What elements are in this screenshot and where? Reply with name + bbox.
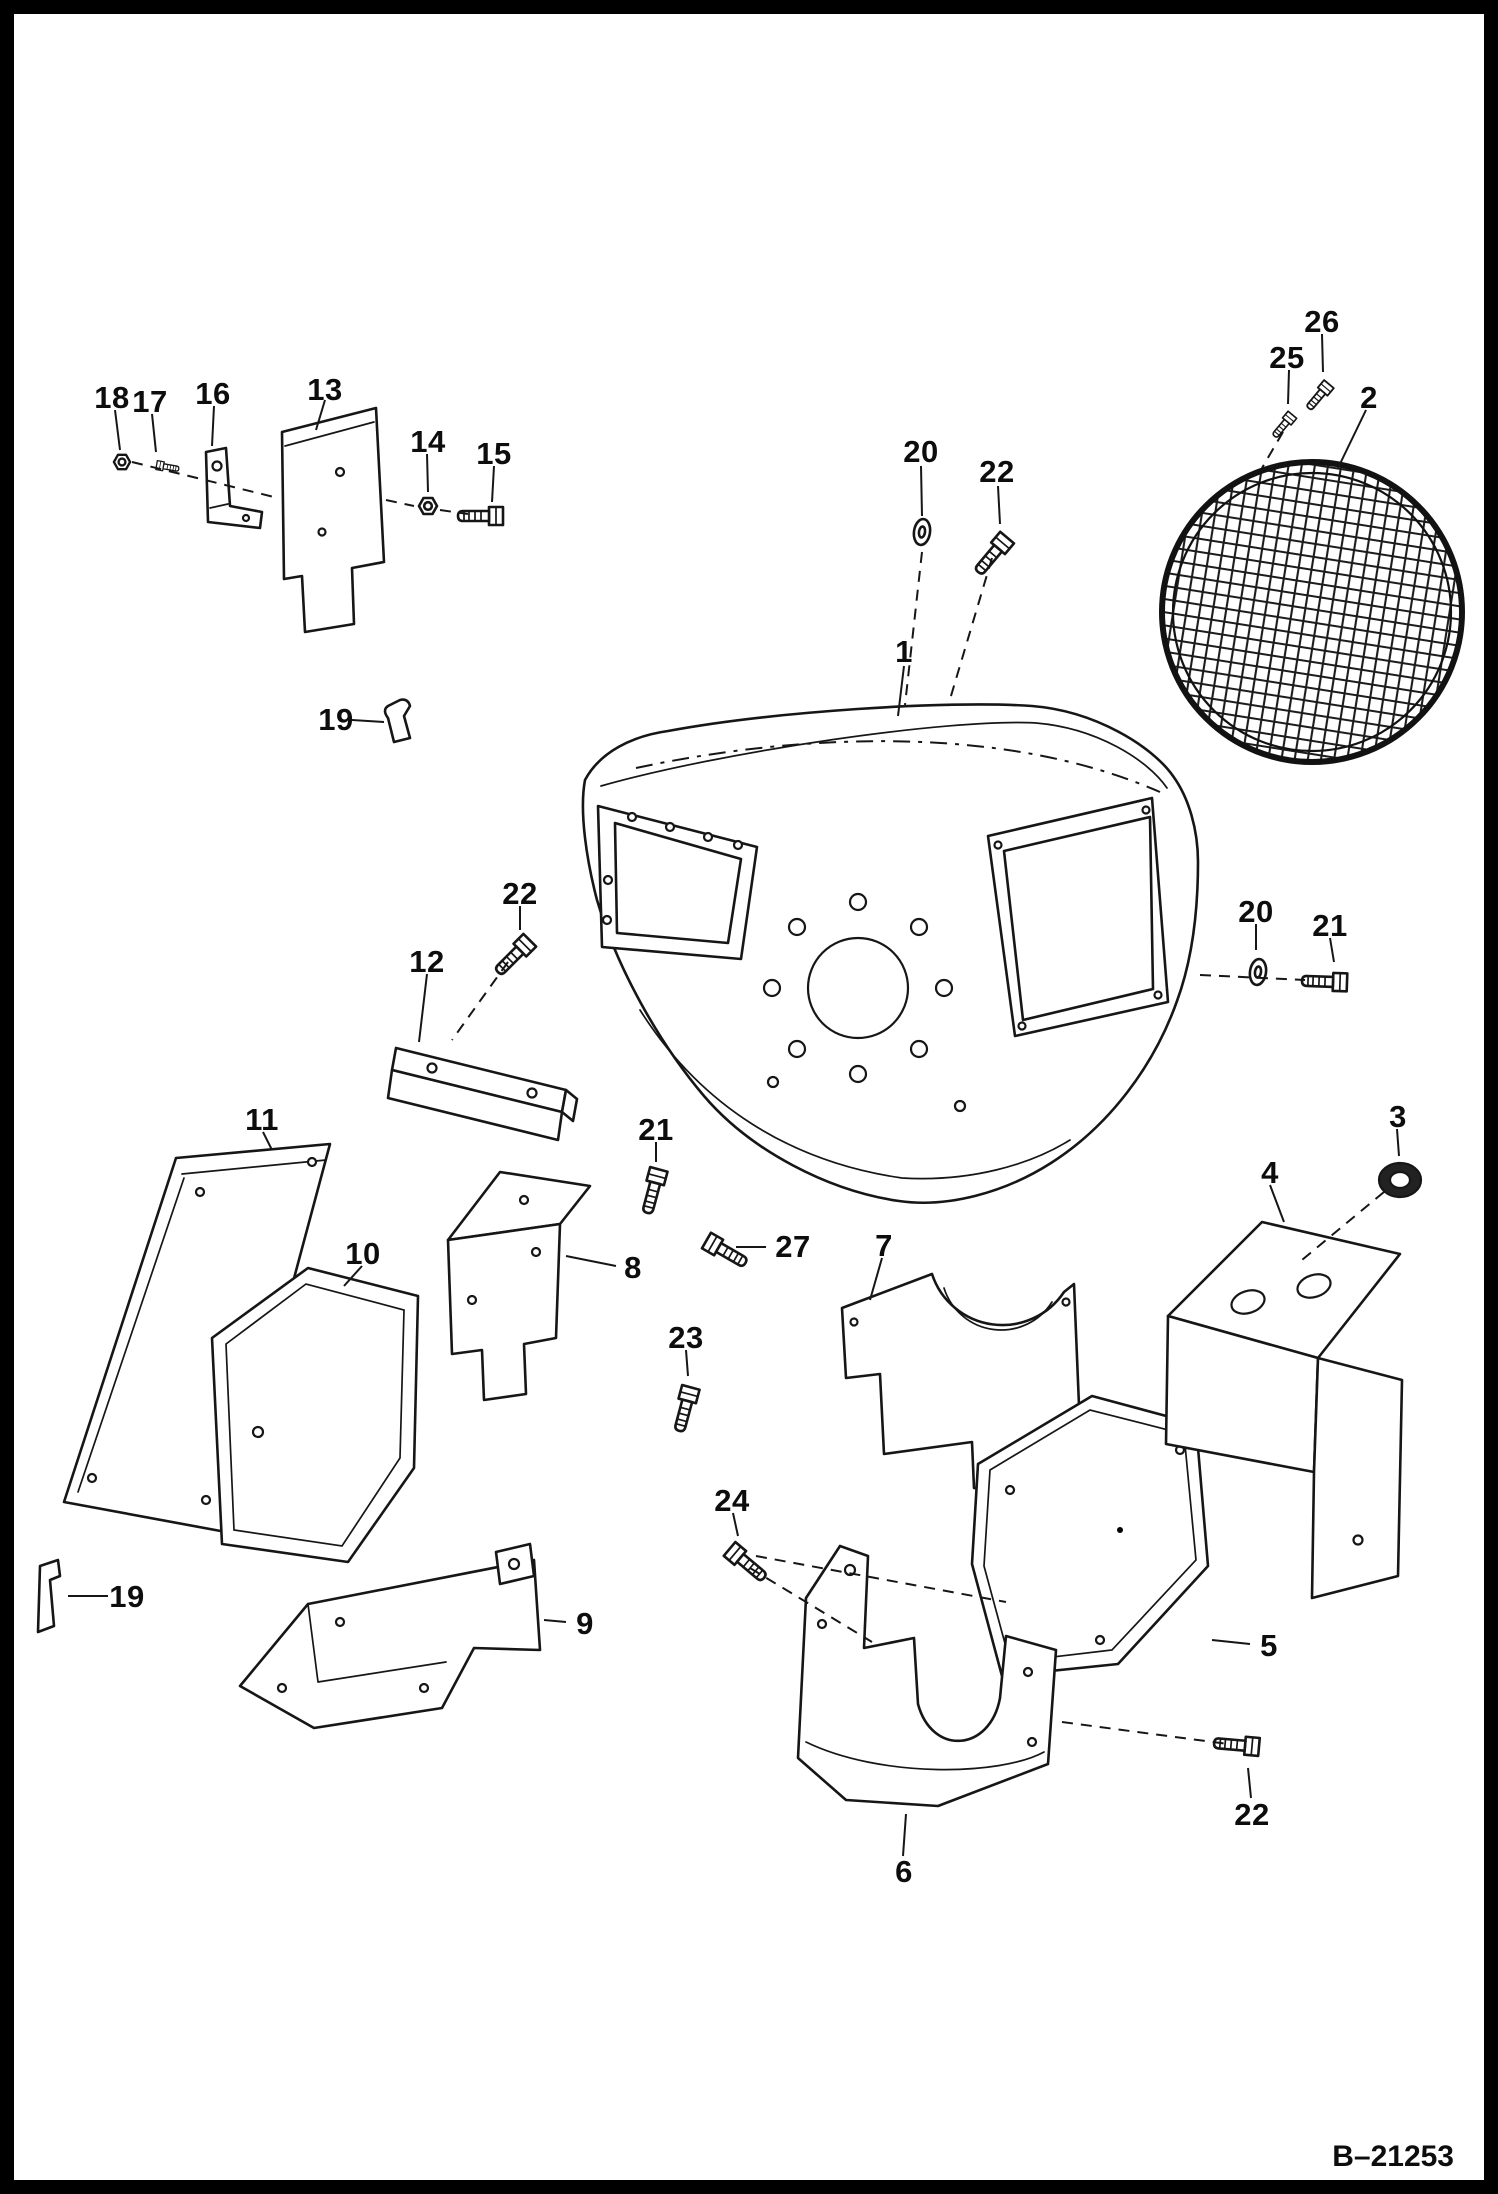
callout-22: 22 (1234, 1797, 1270, 1832)
callout-20: 20 (903, 434, 939, 469)
part-6-lower-bracket (796, 1544, 1058, 1808)
callout-24: 24 (714, 1483, 750, 1518)
callout-10: 10 (345, 1236, 381, 1271)
callout-17: 17 (132, 384, 168, 419)
part-16-angle-bracket (204, 446, 264, 530)
callout-19: 19 (109, 1579, 145, 1614)
drawing-number: B–21253 (1332, 2140, 1454, 2173)
callout-15: 15 (476, 436, 512, 471)
callout-5: 5 (1260, 1628, 1278, 1663)
callout-21: 21 (638, 1112, 674, 1147)
callout-2: 2 (1360, 380, 1378, 415)
callout-9: 9 (576, 1606, 594, 1641)
callout-22: 22 (979, 454, 1015, 489)
part-4-bent-bracket (1164, 1220, 1404, 1600)
part-3-grommet (1377, 1161, 1423, 1199)
assembly-dashed-lines (131, 431, 1385, 1745)
callout-4: 4 (1261, 1155, 1279, 1190)
callout-26: 26 (1304, 304, 1340, 339)
callout-22: 22 (502, 876, 538, 911)
part-19-clip-top (383, 698, 412, 744)
callout-12: 12 (409, 944, 445, 979)
part-8-bracket (446, 1170, 592, 1402)
callout-1: 1 (895, 634, 913, 669)
callout-20: 20 (1238, 894, 1274, 929)
callout-leader-lines (68, 333, 1400, 1857)
callout-21: 21 (1312, 908, 1348, 943)
callout-7: 7 (875, 1228, 893, 1263)
callout-6: 6 (895, 1854, 913, 1889)
fastener-bolt-15 (456, 505, 505, 527)
callout-19: 19 (318, 702, 354, 737)
part-5-side-plate (970, 1394, 1210, 1678)
callout-25: 25 (1269, 340, 1305, 375)
callout-3: 3 (1389, 1099, 1407, 1134)
part-9-tray-bracket (238, 1542, 542, 1730)
callout-8: 8 (624, 1250, 642, 1285)
part-12-strip-bracket (386, 1046, 579, 1142)
part-2-fan-screen (1159, 459, 1465, 765)
part-10-panel (210, 1266, 420, 1564)
callout-14: 14 (410, 424, 446, 459)
callout-11: 11 (245, 1102, 279, 1137)
callout-23: 23 (668, 1320, 704, 1355)
callout-18: 18 (94, 380, 130, 415)
fastener-nut-14 (417, 496, 439, 516)
part-13-plate (280, 406, 386, 634)
fastener-nut-18 (112, 453, 132, 471)
part-1-fan-shroud (581, 703, 1200, 1204)
callout-16: 16 (195, 376, 231, 411)
part-19-clip-bottom (36, 1558, 62, 1634)
callout-13: 13 (307, 372, 343, 407)
callout-27: 27 (775, 1229, 811, 1264)
